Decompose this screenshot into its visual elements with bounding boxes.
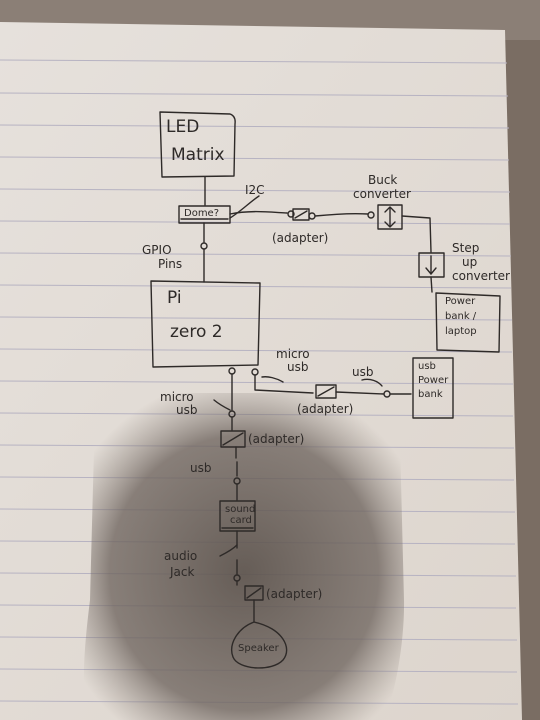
usb-mid-label: usb <box>190 461 212 475</box>
speaker-shape <box>231 621 288 669</box>
micro-usb-right-label-line1: micro <box>276 347 310 361</box>
pi-zero-2-box <box>150 280 261 368</box>
ruled-lines <box>0 59 519 705</box>
micro-usb-left-label-line1: micro <box>160 390 194 404</box>
gpio-label-line1: GPIO <box>142 243 172 257</box>
micro-usb-right-label-line2: usb <box>287 360 309 374</box>
buck-converter-label-line2: converter <box>353 187 411 201</box>
i2c-label: I2C <box>245 183 265 197</box>
buck-converter-label-line1: Buck <box>368 173 398 187</box>
led-matrix-box <box>159 111 236 178</box>
micro-usb-left-label-line2: usb <box>176 403 198 417</box>
sound-card-label-line1: sound <box>225 504 256 515</box>
sound-card-label-line2: card <box>230 515 252 526</box>
buck-converter-box <box>377 204 403 230</box>
step-up-label-line3: converter <box>452 269 510 283</box>
step-up-label-line2: up <box>462 255 478 269</box>
pi-label-line1: Pi <box>167 288 182 308</box>
hand-shadow <box>83 392 405 720</box>
power-bank-label-line3: laptop <box>445 326 477 337</box>
power-bank-laptop-box <box>435 292 501 353</box>
adapter-mid-box <box>220 430 246 448</box>
usb-power-bank-label-line1: usb <box>418 361 436 372</box>
led-matrix-label-line2: Matrix <box>171 145 225 165</box>
audio-jack-label-line1: audio <box>164 549 198 563</box>
power-bank-label-line1: Power <box>445 296 476 307</box>
adapter-mid-label: (adapter) <box>248 432 305 446</box>
pi-label-line2: zero 2 <box>170 322 223 342</box>
gpio-label-line2: Pins <box>158 257 183 271</box>
usb-power-bank-box <box>412 357 454 419</box>
speaker-label: Speaker <box>238 643 279 654</box>
adapter-bottom-label: (adapter) <box>266 587 323 601</box>
usb-power-bank-label-line3: bank <box>418 389 443 400</box>
led-matrix-label-line1: LED <box>166 117 200 137</box>
adapter-right-label: (adapter) <box>297 402 354 416</box>
adapter-top-label: (adapter) <box>272 231 329 245</box>
step-up-label-line1: Step <box>452 241 480 255</box>
audio-jack-label-line2: Jack <box>170 565 195 579</box>
usb-right-label: usb <box>352 365 374 379</box>
circuit-sketch <box>150 111 501 669</box>
usb-power-bank-label-line2: Power <box>418 375 449 386</box>
dome-label: Dome? <box>184 208 220 219</box>
power-bank-label-line2: bank / <box>445 311 477 322</box>
